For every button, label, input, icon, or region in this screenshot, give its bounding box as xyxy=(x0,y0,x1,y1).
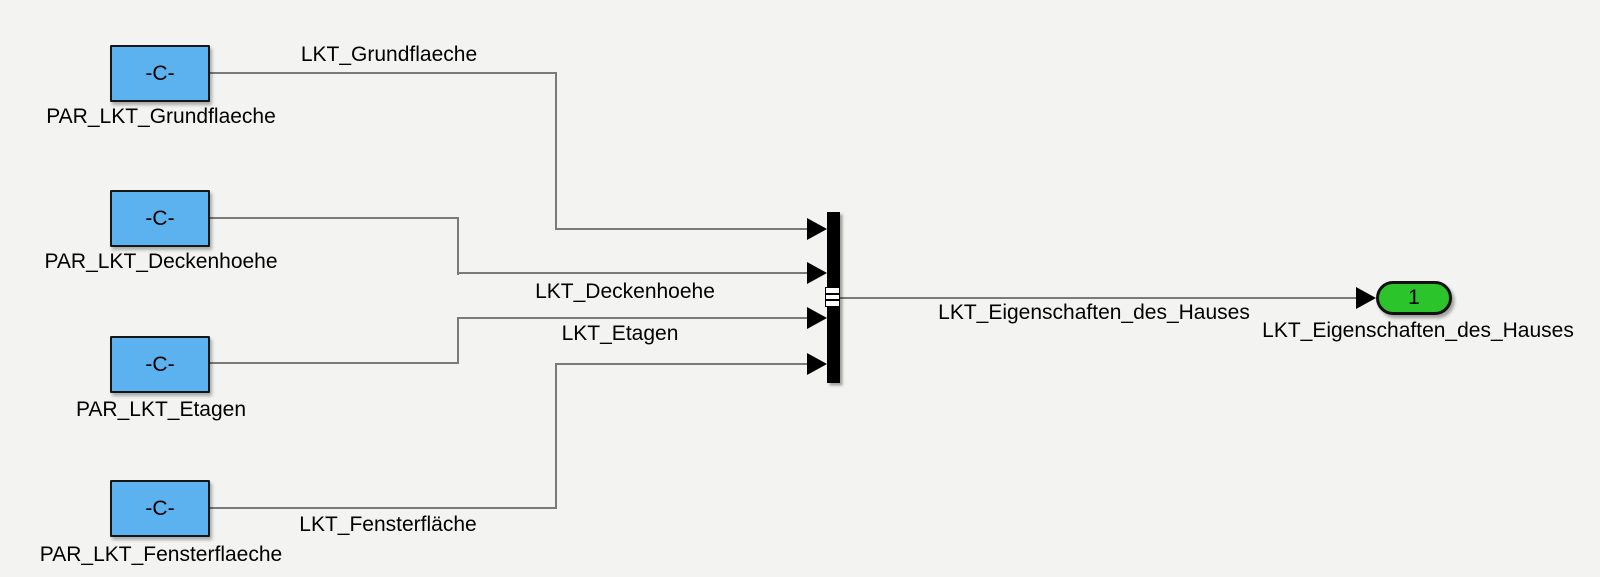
constant-value-text: -C- xyxy=(145,496,175,520)
wire-grundflaeche-seg1[interactable] xyxy=(208,72,557,74)
block-name-label: PAR_LKT_Fensterflaeche xyxy=(39,543,283,566)
wire-output-seg[interactable] xyxy=(840,297,1358,299)
constant-block-etagen[interactable]: -C- xyxy=(110,336,210,393)
mux-block[interactable] xyxy=(825,212,840,383)
signal-label-deckenhoehe: LKT_Deckenhoehe xyxy=(535,280,715,303)
signal-label-grundflaeche: LKT_Grundflaeche xyxy=(300,43,478,66)
constant-value-text: -C- xyxy=(145,352,175,376)
wire-deckenhoehe-seg2[interactable] xyxy=(457,217,459,275)
outport-number-text: 1 xyxy=(1408,286,1420,309)
signal-label-etagen: LKT_Etagen xyxy=(561,322,679,345)
wire-etagen-seg3[interactable] xyxy=(457,317,809,319)
wire-grundflaeche-arrowhead-icon xyxy=(807,218,827,240)
wire-fensterflaeche-arrowhead-icon xyxy=(807,353,827,375)
wire-output-arrowhead-icon xyxy=(1356,287,1376,309)
signal-label-output: LKT_Eigenschaften_des_Hauses xyxy=(938,301,1250,324)
outport-block[interactable]: 1 xyxy=(1376,281,1452,315)
signal-label-fensterflaeche: LKT_Fensterfläche xyxy=(299,513,477,536)
mux-port-badge-icon xyxy=(825,287,840,307)
constant-block-grundflaeche[interactable]: -C- xyxy=(110,45,210,102)
wire-fensterflaeche-seg2[interactable] xyxy=(555,363,557,509)
wire-deckenhoehe-seg3[interactable] xyxy=(457,272,809,274)
wire-etagen-seg1[interactable] xyxy=(208,362,459,364)
wire-deckenhoehe-arrowhead-icon xyxy=(807,262,827,284)
block-name-label: PAR_LKT_Deckenhoehe xyxy=(44,250,278,273)
wire-grundflaeche-seg3[interactable] xyxy=(555,228,809,230)
block-name-label: PAR_LKT_Grundflaeche xyxy=(46,105,276,128)
wire-etagen-seg2[interactable] xyxy=(457,317,459,364)
constant-block-deckenhoehe[interactable]: -C- xyxy=(110,190,210,247)
constant-value-text: -C- xyxy=(145,206,175,230)
wire-fensterflaeche-seg1[interactable] xyxy=(208,507,557,509)
wire-deckenhoehe-seg1[interactable] xyxy=(208,217,459,219)
constant-value-text: -C- xyxy=(145,61,175,85)
wire-fensterflaeche-seg3[interactable] xyxy=(555,363,809,365)
wire-etagen-arrowhead-icon xyxy=(807,307,827,329)
wire-grundflaeche-seg2[interactable] xyxy=(555,72,557,230)
outport-name-label: LKT_Eigenschaften_des_Hauses xyxy=(1262,319,1574,342)
block-name-label: PAR_LKT_Etagen xyxy=(75,398,247,421)
constant-block-fensterflaeche[interactable]: -C- xyxy=(110,480,210,537)
